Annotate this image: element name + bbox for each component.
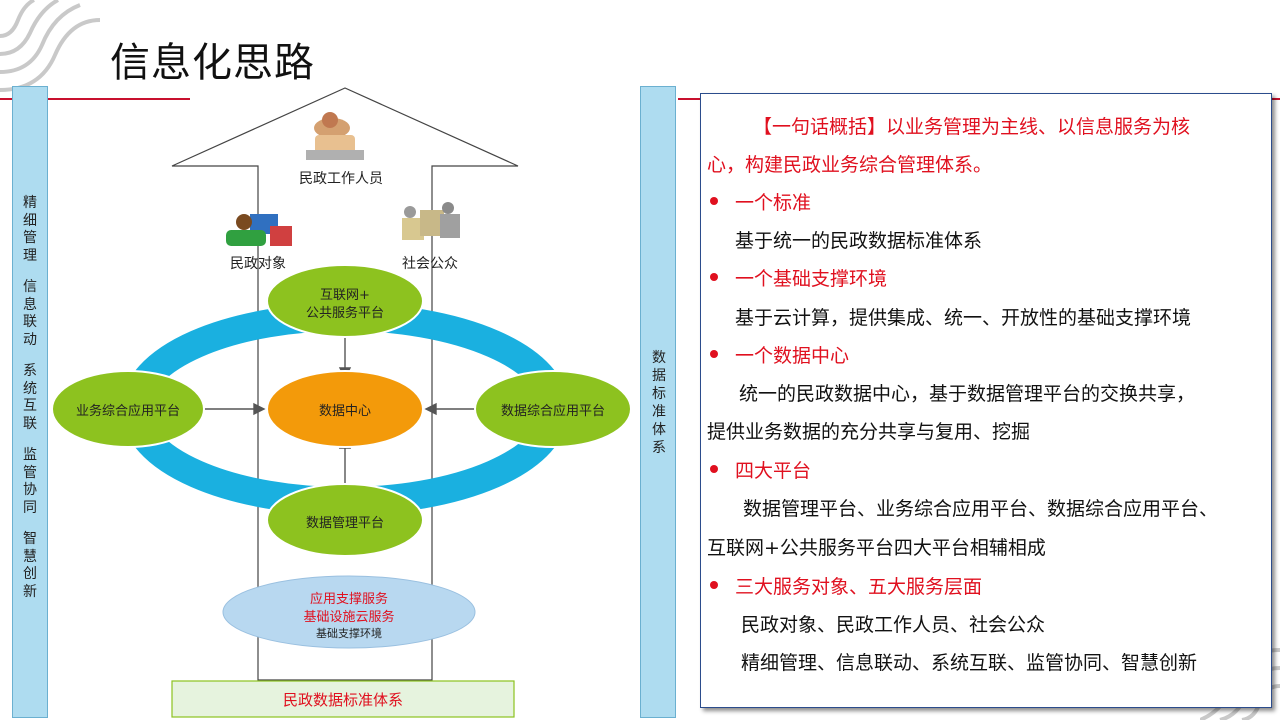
actor-public-label: 社会公众 — [402, 256, 458, 272]
data-center-node — [266, 370, 424, 448]
title-divider-left — [0, 98, 190, 100]
text-platforms-1: 数据管理平台、业务综合应用平台、数据综合应用平台、 — [743, 498, 1219, 520]
heading-service-targets: 三大服务对象、五大服务层面 — [735, 576, 983, 598]
bullet-icon — [710, 350, 718, 358]
left-bar-labels: 精细管理 信息联动 系统互联 监管协同 智慧创新 — [13, 195, 47, 615]
heading-data-center: 一个数据中心 — [735, 345, 850, 367]
bullet-icon — [710, 197, 718, 205]
heading-standard: 一个标准 — [735, 192, 812, 214]
platform-top-label-1: 互联网+ — [320, 288, 370, 303]
support-label-3: 基础支撑环境 — [316, 627, 382, 640]
bullet-icon — [710, 273, 718, 281]
mid-bar-label: 数据标准体系 — [652, 350, 666, 456]
left-bar-item: 精细管理 — [23, 195, 39, 264]
left-bar-item: 监管协同 — [23, 447, 39, 516]
text-platforms-2: 互联网+公共服务平台四大平台相辅相成 — [707, 537, 1046, 559]
mid-vertical-bar: 数据标准体系 — [640, 86, 676, 718]
standard-label: 民政数据标准体系 — [282, 691, 403, 709]
citizen-person-icon — [226, 214, 292, 246]
text-data-center-2: 提供业务数据的充分共享与复用、挖掘 — [707, 421, 1031, 443]
platform-bottom-node — [266, 483, 424, 557]
heading-platforms: 四大平台 — [735, 460, 812, 482]
architecture-diagram — [51, 87, 632, 718]
actor-citizen-label: 民政对象 — [230, 256, 286, 272]
platform-left-node — [51, 370, 205, 448]
platform-right-node — [474, 370, 632, 448]
summary-panel: 【一句话概括】以业务管理为主线、以信息服务为核 心，构建民政业务综合管理体系。 … — [700, 93, 1272, 708]
left-bar-item: 信息联动 — [23, 279, 39, 348]
data-center-label: 数据中心 — [318, 404, 371, 419]
support-node — [222, 575, 476, 649]
text-service-targets-1: 民政对象、民政工作人员、社会公众 — [741, 614, 1046, 636]
platform-top-label-2: 公共服务平台 — [305, 306, 384, 321]
platform-top-node — [266, 264, 424, 338]
support-label-2: 基础设施云服务 — [303, 610, 395, 625]
left-bar-item: 系统互联 — [23, 363, 39, 432]
left-vertical-bar: 精细管理 信息联动 系统互联 监管协同 智慧创新 — [12, 86, 48, 718]
bullet-icon — [710, 465, 718, 473]
platform-right-label: 数据综合应用平台 — [500, 404, 605, 419]
support-label-1: 应用支撑服务 — [309, 592, 388, 607]
platform-left-label: 业务综合应用平台 — [75, 404, 180, 419]
standard-bar — [171, 680, 515, 718]
summary-line-1: 【一句话概括】以业务管理为主线、以信息服务为核 — [753, 116, 1191, 138]
text-service-targets-2: 精细管理、信息联动、系统互联、监管协同、智慧创新 — [741, 652, 1198, 674]
heading-support-env: 一个基础支撑环境 — [735, 268, 888, 290]
platform-bottom-label: 数据管理平台 — [305, 516, 384, 531]
public-group-icon — [402, 202, 460, 240]
summary-line-2: 心，构建民政业务综合管理体系。 — [707, 154, 993, 176]
page-title: 信息化思路 — [110, 40, 315, 86]
bullet-icon — [710, 581, 718, 589]
left-bar-item: 智慧创新 — [23, 531, 39, 600]
text-data-center-1: 统一的民政数据中心，基于数据管理平台的交换共享， — [739, 383, 1196, 405]
text-support-env: 基于云计算，提供集成、统一、开放性的基础支撑环境 — [735, 307, 1192, 329]
staff-person-icon — [306, 112, 364, 160]
text-standard: 基于统一的民政数据标准体系 — [735, 230, 983, 252]
actor-staff-label: 民政工作人员 — [299, 171, 383, 187]
